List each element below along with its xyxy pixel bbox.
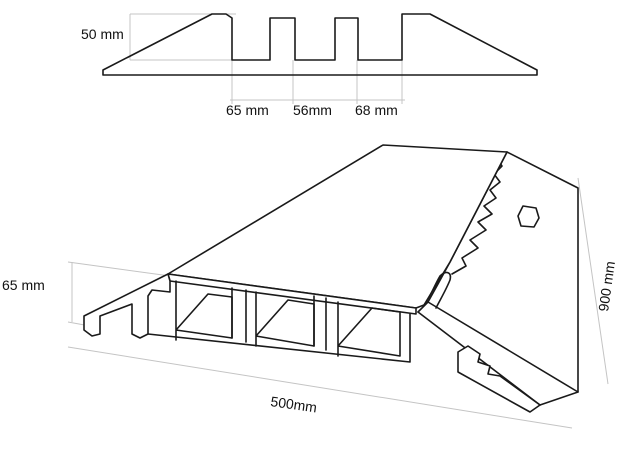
channel-width-label-3: 68 mm: [355, 102, 398, 118]
iso-length-guide: [67, 346, 573, 429]
handle-slot-icon: [517, 205, 540, 228]
right-ramp-inner-edge: [417, 301, 429, 313]
channel-1: [175, 280, 233, 341]
iso-height-guide-top: [67, 261, 171, 277]
lid-hinge-notches: [451, 157, 503, 275]
left-ramp: [83, 273, 171, 339]
lid-hinge-curl: [423, 271, 452, 309]
channel-walls: [231, 287, 327, 351]
channel-body-outline: [147, 313, 411, 363]
cross-section-height-label: 50 mm: [81, 26, 124, 42]
channel-2: [255, 291, 315, 347]
cross-section-view: 50 mm 65 mm 56mm 68 mm: [81, 13, 538, 118]
iso-width-label: 900 mm: [595, 260, 618, 312]
cross-section-profile: [102, 13, 538, 76]
right-ramp-front-edge: [539, 391, 579, 406]
channel-width-label-2: 56mm: [293, 102, 332, 118]
channels: [175, 280, 401, 357]
right-foot: [457, 345, 541, 413]
isometric-view: 65 mm 500mm 900 mm: [2, 144, 618, 429]
channel-width-label-1: 65 mm: [226, 102, 269, 118]
iso-width-guide: [577, 177, 609, 385]
iso-length-label: 500mm: [270, 393, 318, 415]
iso-height-label: 65 mm: [2, 277, 45, 293]
channel-3: [337, 301, 401, 357]
